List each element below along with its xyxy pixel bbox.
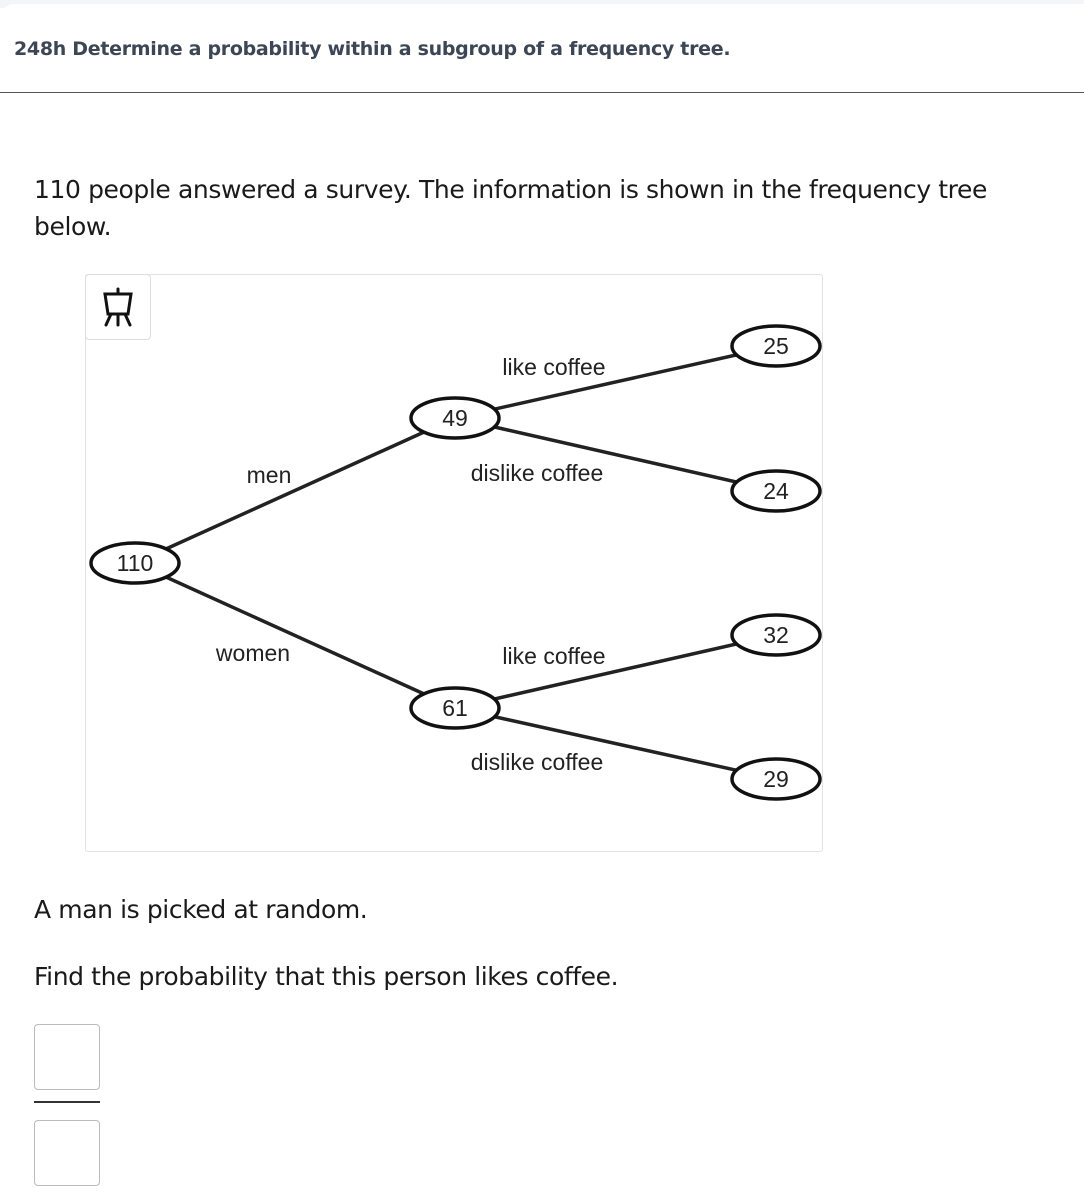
label-men: men [247,462,292,488]
label-women-like: like coffee [502,643,605,669]
node-men-like [730,324,822,368]
question-line2: Find the probability that this person li… [34,962,619,991]
node-men-dislike [730,469,822,513]
branch-men-like [454,344,777,420]
women-total: 61 [442,695,468,721]
men-like-value: 25 [763,333,789,359]
root-value: 110 [117,550,154,576]
men-dislike-value: 24 [763,478,789,504]
node-women-dislike [730,757,822,801]
branch-men-dislike [454,416,777,493]
node-men [409,396,501,440]
branch-women [134,561,456,710]
node-root [89,541,181,585]
label-men-dislike: dislike coffee [471,460,604,486]
question-intro: 110 people answered a survey. The inform… [34,175,987,241]
frequency-tree-diagram [85,274,823,852]
node-women-like [730,613,822,657]
page-title: 248h Determine a probability within a su… [14,38,731,60]
women-dislike-value: 29 [763,766,789,792]
branch-women-like [454,633,777,710]
header-card: 248h Determine a probability within a su… [0,4,1084,93]
denominator-input[interactable] [34,1120,100,1186]
tree-svg: 110 49 61 25 24 32 29 men women like cof… [89,324,822,801]
numerator-input[interactable] [34,1024,100,1090]
women-like-value: 32 [763,622,789,648]
branch-women-dislike [454,706,777,781]
label-men-like: like coffee [502,354,605,380]
label-women-dislike: dislike coffee [471,749,604,775]
whiteboard-button[interactable] [85,274,151,340]
fraction-bar [34,1101,100,1103]
label-women: women [215,640,290,666]
men-total: 49 [442,405,468,431]
branch-men [134,416,456,565]
node-women [409,686,501,730]
question-line1: A man is picked at random. [34,895,368,924]
easel-icon [103,287,133,327]
